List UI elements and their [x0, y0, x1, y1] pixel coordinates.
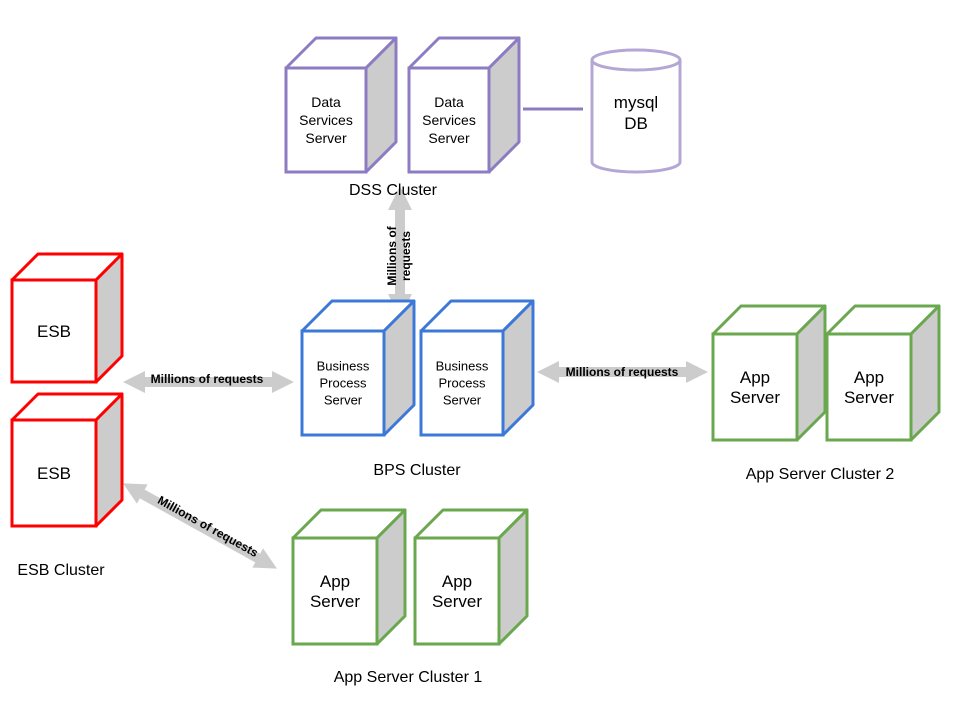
bps-cluster-label: BPS Cluster — [373, 462, 461, 479]
server-label-line: Server — [428, 130, 470, 146]
box-front — [284, 66, 368, 174]
server-label-line: Server — [730, 388, 780, 407]
vertical-label-line: requests — [399, 231, 413, 281]
bps-dss-arrow-label: Millions ofrequests — [385, 225, 413, 285]
server-label-line: Server — [844, 388, 894, 407]
box-front — [10, 418, 98, 528]
app1-cluster-label: App Server Cluster 1 — [334, 669, 483, 686]
server-label-line: ESB — [37, 464, 71, 483]
esb-app1-arrow — [123, 483, 277, 569]
esb-app1-arrow-label: Millions of requests — [155, 493, 261, 560]
box-front — [825, 332, 913, 442]
box-front — [413, 536, 501, 646]
db-label-line: mysql — [614, 93, 658, 112]
server-label-line: Server — [324, 393, 363, 408]
server-label-line: App — [320, 572, 350, 591]
server-label-line: Services — [422, 112, 476, 128]
vertical-label-line: Millions of — [385, 225, 399, 285]
server-label-line: Services — [299, 112, 353, 128]
server-label-line: Process — [439, 376, 486, 391]
box-front — [711, 332, 799, 442]
esb-bps-arrow — [123, 371, 294, 393]
server-label-line: Server — [310, 592, 360, 611]
server-label-line: Server — [443, 393, 482, 408]
esb-cluster-label: ESB Cluster — [17, 562, 105, 579]
server-label-line: Business — [436, 359, 489, 374]
server-label-line: Data — [311, 94, 341, 110]
server-label-line: App — [442, 572, 472, 591]
app2-cluster-label: App Server Cluster 2 — [746, 466, 895, 483]
esb-server-2[interactable]: ESB — [10, 392, 124, 528]
box-front — [407, 66, 491, 174]
box-front — [291, 536, 379, 646]
server-label-line: App — [740, 368, 770, 387]
db-label-line: DB — [624, 114, 648, 133]
database-icon — [590, 60, 682, 174]
esb-server-1[interactable]: ESB — [10, 252, 124, 384]
server-label-line: Process — [320, 376, 367, 391]
server-label-line: Business — [317, 359, 370, 374]
server-label-line: App — [854, 368, 884, 387]
dss-cluster-label: DSS Cluster — [349, 182, 438, 199]
box-front — [419, 329, 505, 437]
box-front — [300, 329, 386, 437]
database-top — [590, 48, 682, 72]
server-label-line: Data — [434, 94, 464, 110]
bps-dss-arrow — [388, 186, 412, 318]
bps-app2-arrow-label: Millions of requests — [566, 365, 679, 379]
server-label-line: Server — [432, 592, 482, 611]
server-label-line: ESB — [37, 322, 71, 341]
bps-app2-arrow — [537, 361, 708, 383]
server-label-line: Server — [305, 130, 347, 146]
box-front — [10, 278, 98, 384]
esb-bps-arrow-label: Millions of requests — [151, 372, 264, 386]
